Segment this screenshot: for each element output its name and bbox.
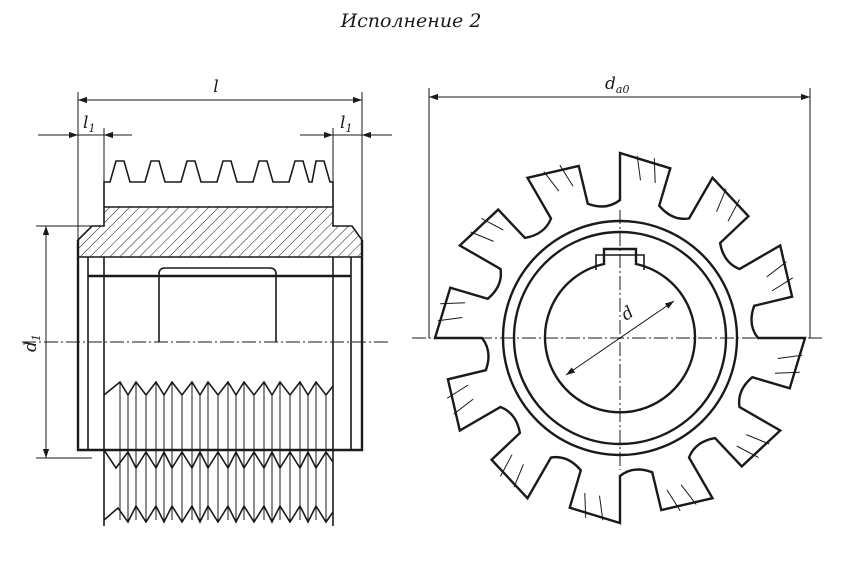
- tooth-flute-line: [481, 217, 504, 231]
- tooth-flute-line: [771, 277, 794, 292]
- hub-length-label-left: l1: [83, 113, 95, 135]
- tooth-flute-line: [584, 492, 587, 518]
- tooth-flute-line: [680, 484, 697, 505]
- front-view: [412, 151, 825, 525]
- tooth-flute-line: [766, 261, 787, 278]
- section-hatch: [77, 206, 363, 258]
- bore-diameter-label: d: [618, 302, 638, 325]
- tooth-flute-line: [440, 302, 466, 305]
- length-label: l: [213, 77, 218, 97]
- tooth-flute-line: [774, 371, 800, 374]
- hub-length-label-right: l1: [340, 113, 352, 135]
- side-dimensions: l l1 l1 d1: [21, 77, 392, 459]
- tooth-flute-line: [513, 464, 524, 488]
- tooth-flute-line: [746, 434, 770, 445]
- cutter-teeth: [433, 151, 807, 525]
- outer-diameter-label: da0: [605, 74, 629, 96]
- tooth-flute-line: [716, 188, 727, 212]
- keyway: [158, 267, 277, 342]
- tooth-flute-line: [543, 171, 560, 192]
- thread-row-lower: [103, 504, 334, 524]
- tooth-flute-line: [736, 445, 759, 459]
- tooth-flute-line: [446, 384, 469, 399]
- tooth-flute-line: [437, 317, 463, 322]
- thread-row-mid: [103, 449, 334, 470]
- tooth-flute-lines: [437, 155, 803, 521]
- front-dimensions: da0 d: [428, 74, 811, 376]
- tooth-flute-line: [499, 454, 513, 477]
- hub-diameter-label: d1: [21, 334, 43, 352]
- side-view: [22, 160, 388, 526]
- tooth-flute-line: [453, 398, 474, 415]
- bore-with-keyway: [543, 247, 697, 414]
- tooth-flute-line: [559, 164, 574, 187]
- tooth-flute-line: [777, 354, 803, 359]
- tooth-flute-line: [666, 489, 681, 512]
- tooth-flute-line: [727, 199, 741, 222]
- thread-row-upper: [103, 380, 334, 397]
- tooth-flute-line: [470, 231, 494, 242]
- thread-flanks: [119, 382, 327, 522]
- drawing-title: Исполнение 2: [340, 10, 482, 32]
- bore-diameter-dim-line: [565, 300, 675, 376]
- tooth-flute-line: [653, 158, 656, 184]
- hub-outline: [76, 240, 364, 452]
- tooth-flute-line: [599, 495, 604, 521]
- thread-profile-top: [103, 160, 334, 207]
- tooth-flute-line: [636, 155, 641, 181]
